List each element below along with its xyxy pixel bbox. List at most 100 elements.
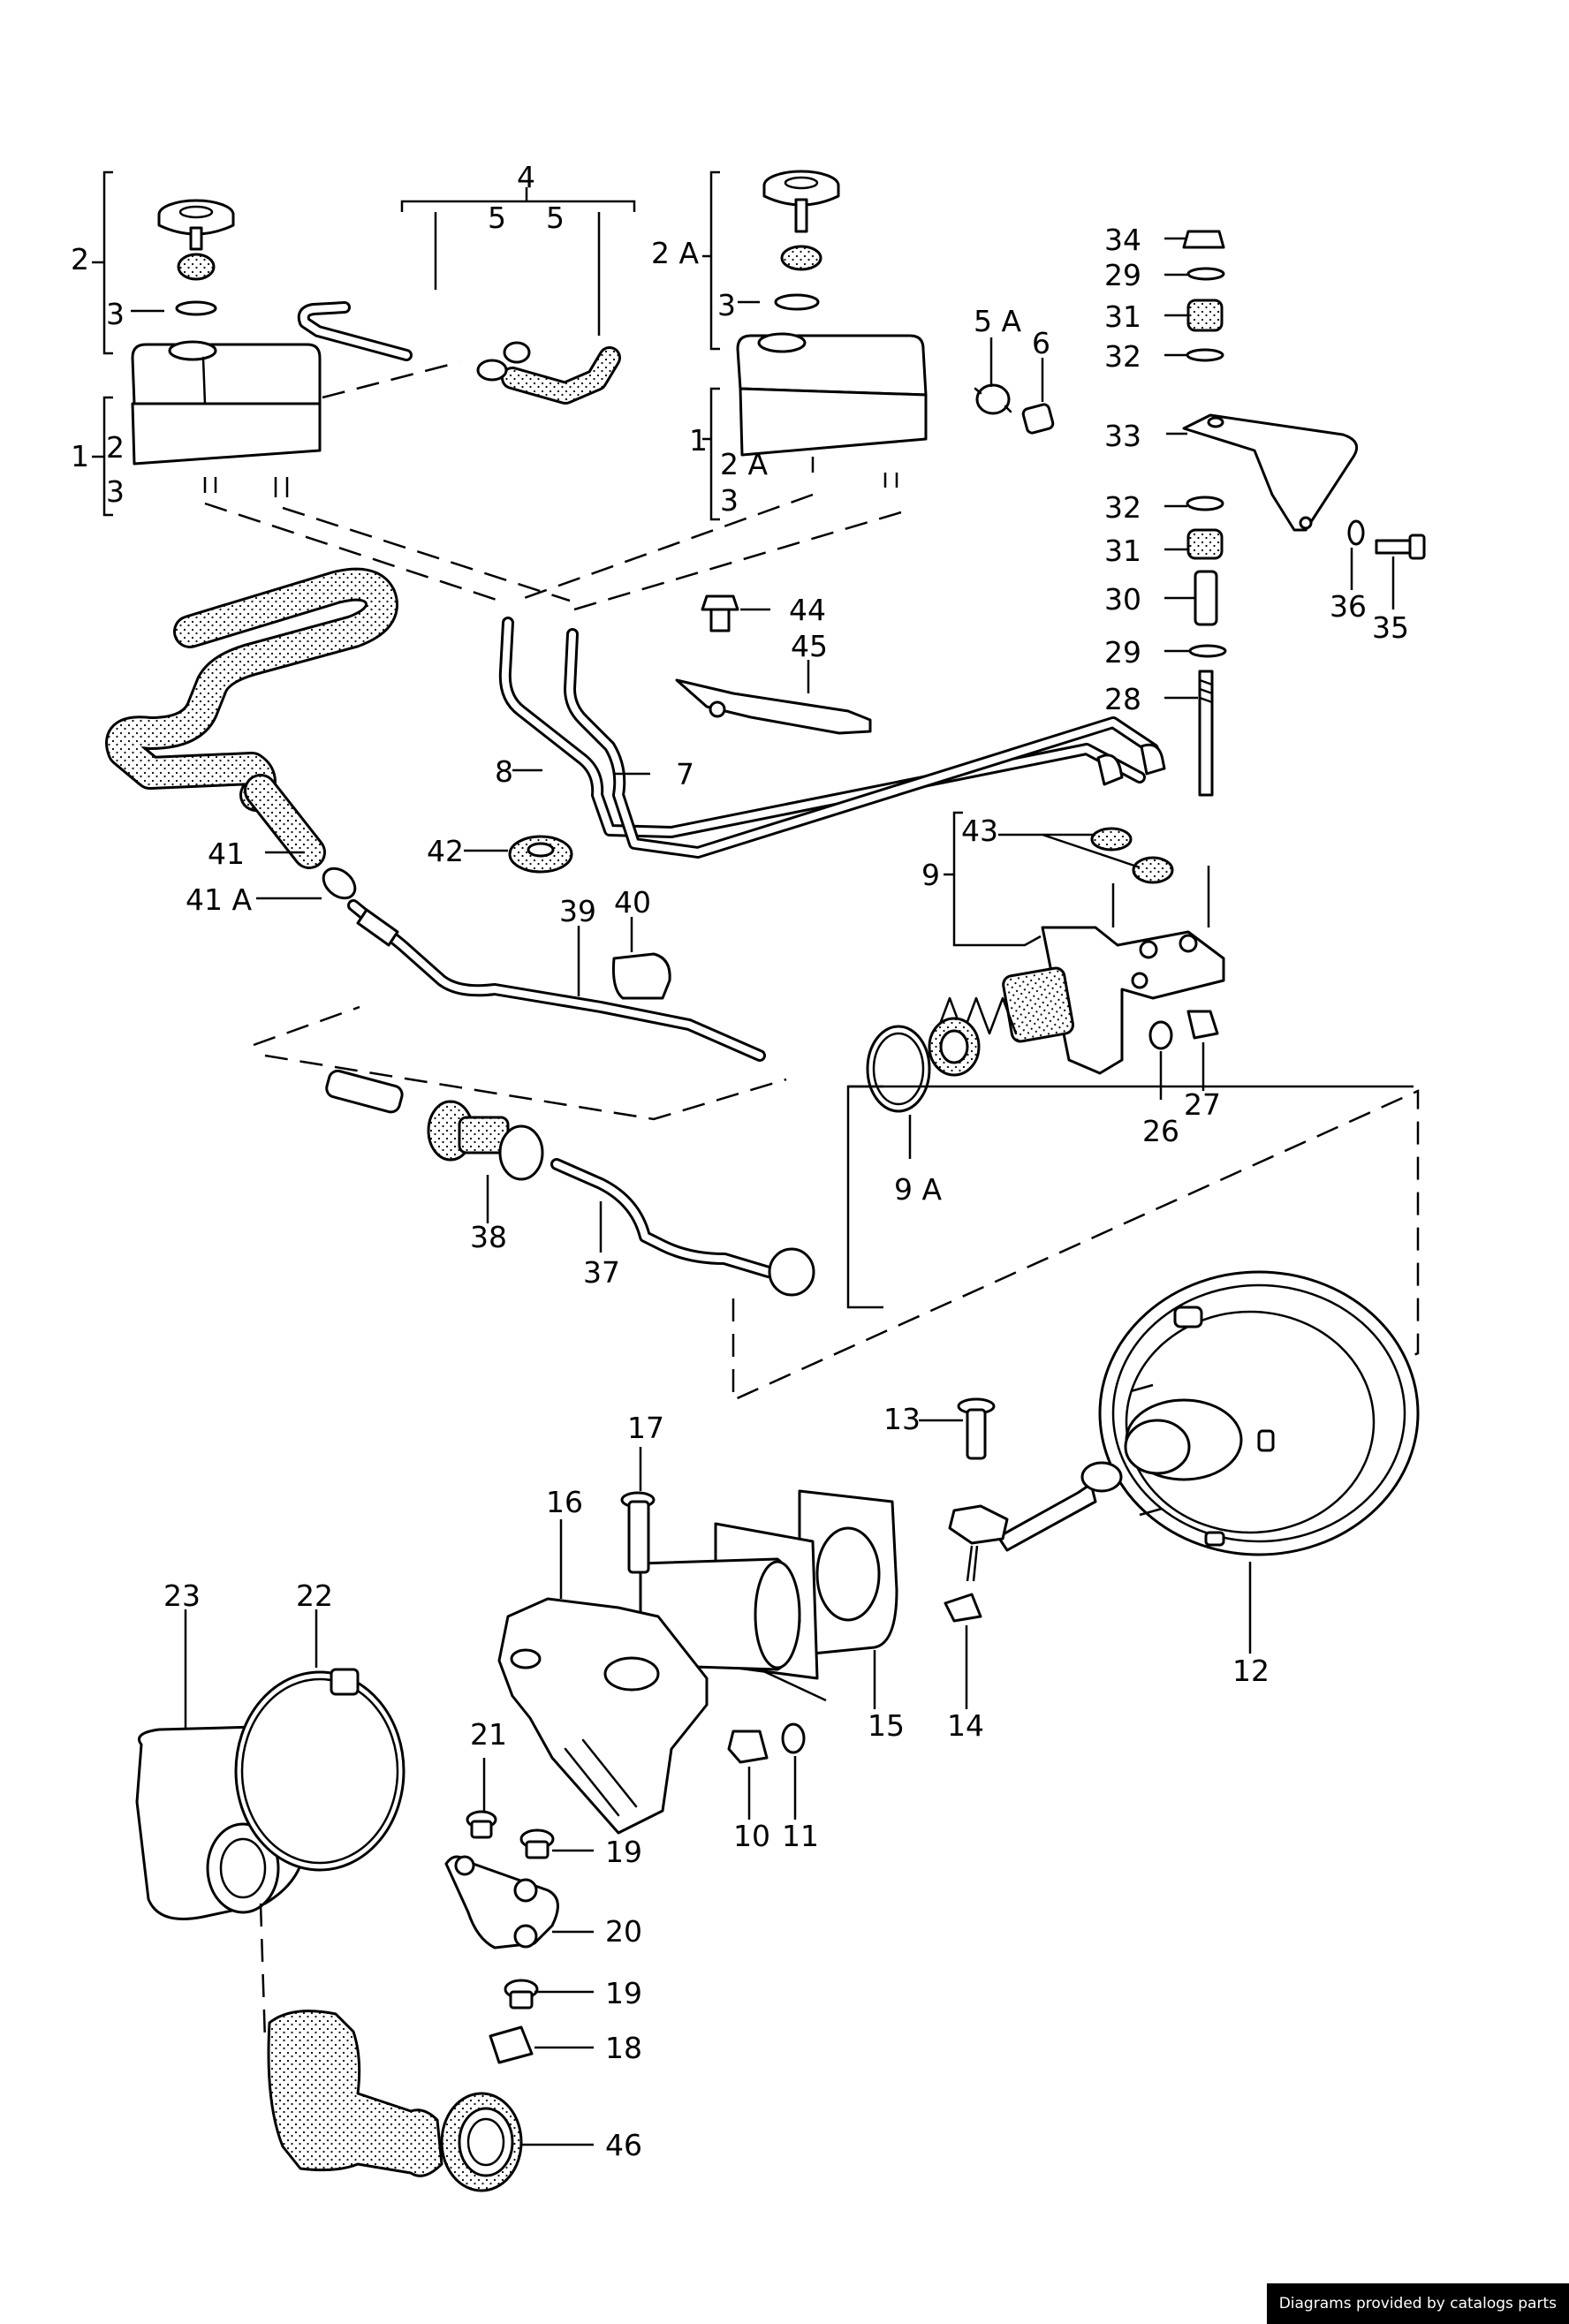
- nut-27: [1186, 1010, 1219, 1091]
- callout-42: 42: [427, 834, 464, 868]
- spacer-30: [1194, 570, 1218, 626]
- callout-29: 29: [1104, 258, 1141, 292]
- callout-30: 30: [1104, 582, 1141, 617]
- washer-29: [1186, 267, 1225, 281]
- callout-41a: 41 A: [186, 882, 252, 917]
- washer-32: [1186, 348, 1224, 362]
- callout-29: 29: [1104, 635, 1141, 670]
- clamp-41a: [322, 867, 357, 900]
- sleeve-6: [1021, 358, 1055, 435]
- callout-40: 40: [614, 885, 651, 920]
- callout-45: 45: [791, 629, 828, 663]
- callout-33: 33: [1104, 419, 1141, 453]
- callout-12: 12: [1232, 1654, 1270, 1688]
- callout-9: 9: [921, 858, 940, 892]
- callout-3: 3: [720, 483, 739, 518]
- pushrod-housing: [639, 1522, 827, 1702]
- connection-dash-lines: [204, 493, 902, 611]
- callout-31: 31: [1104, 534, 1141, 568]
- callout-10: 10: [733, 1819, 770, 1853]
- callout-15: 15: [868, 1708, 905, 1743]
- reservoir-tank-right: [736, 332, 928, 488]
- callout-2: 2: [106, 430, 125, 465]
- reservoir-cap-right: [762, 170, 840, 271]
- washer-26: [1148, 1020, 1173, 1100]
- grommet-42: [464, 835, 573, 874]
- callout-9a: 9 A: [894, 1172, 942, 1207]
- return-hose-assembly: [297, 187, 636, 405]
- clip-18: [489, 2025, 594, 2064]
- bushing-19-upper: [519, 1828, 594, 1859]
- washer-11: [781, 1722, 806, 1820]
- hose-clamp: [503, 341, 531, 364]
- reservoir-tank-left: [131, 340, 322, 497]
- link-lever-20: [444, 1855, 594, 1949]
- callout-1: 1: [71, 439, 89, 473]
- screw-44: [701, 594, 770, 632]
- callout-21: 21: [470, 1717, 507, 1752]
- bracket-33: [1182, 413, 1359, 532]
- reservoir-cap-left: [157, 199, 235, 281]
- master-cylinder: [928, 811, 1225, 1077]
- reservoir-right-group: [702, 170, 928, 521]
- hose-clamp: [476, 359, 508, 382]
- callout-3: 3: [106, 474, 125, 509]
- callout-26: 26: [1142, 1114, 1179, 1148]
- nut-10: [727, 1730, 769, 1820]
- callout-5: 5: [546, 201, 565, 235]
- washer-29b: [1188, 644, 1227, 658]
- callout-41: 41: [208, 836, 245, 871]
- callout-labels: 2 3 1 2 3 4 5 5 2 A 3 1 2 A 3 5 A 6 34 2…: [71, 160, 1409, 2162]
- seal-9a: [866, 1025, 931, 1113]
- callout-1: 1: [689, 423, 708, 458]
- callout-2a: 2 A: [720, 447, 768, 481]
- bushing-21: [466, 1758, 497, 1839]
- boot-46: [267, 2010, 594, 2192]
- callout-44: 44: [789, 593, 826, 627]
- callout-2a: 2 A: [651, 236, 699, 270]
- callout-32: 32: [1104, 490, 1141, 525]
- callout-39: 39: [559, 894, 596, 928]
- callout-8: 8: [495, 754, 513, 789]
- callout-20: 20: [605, 1914, 642, 1949]
- reservoir-left-group: [131, 199, 322, 497]
- bolt-17: [620, 1447, 656, 1574]
- dash-line-23-46: [259, 1903, 267, 2041]
- callout-32: 32: [1104, 339, 1141, 374]
- dash-box-upper: [253, 1005, 787, 1121]
- callout-7: 7: [676, 757, 694, 791]
- bolt-35: [1375, 534, 1426, 560]
- clevis: [948, 1504, 1009, 1582]
- grommet-38: [325, 1069, 544, 1223]
- washer-32b: [1186, 496, 1224, 511]
- callout-27: 27: [1184, 1087, 1221, 1122]
- callout-31: 31: [1104, 299, 1141, 334]
- callout-3: 3: [106, 297, 125, 331]
- callout-3: 3: [717, 288, 736, 322]
- seal-ring-right: [774, 293, 820, 311]
- clevis-pin-13: [919, 1397, 996, 1460]
- callout-5: 5: [488, 201, 506, 235]
- callout-36: 36: [1330, 589, 1367, 624]
- line-39: [347, 899, 766, 1062]
- callout-5a: 5 A: [974, 304, 1021, 338]
- gasket-15: [798, 1489, 898, 1709]
- callout-6: 6: [1032, 326, 1050, 360]
- callout-28: 28: [1104, 682, 1141, 716]
- callout-23: 23: [163, 1578, 201, 1613]
- seal-ring-left: [175, 300, 217, 316]
- mount-stack: [1164, 230, 1426, 797]
- diagram-credit-badge: Diagrams provided by catalogs parts: [1266, 2283, 1569, 2324]
- callout-46: 46: [605, 2128, 642, 2162]
- callout-2: 2: [71, 242, 89, 276]
- spring: [935, 996, 1018, 1035]
- brake-booster: [997, 1270, 1420, 1654]
- stud-28: [1198, 670, 1214, 797]
- callout-19: 19: [605, 1976, 642, 2010]
- bracket-45: [675, 660, 872, 735]
- callout-17: 17: [627, 1411, 664, 1445]
- clamp-22: [234, 1609, 406, 1872]
- clip-40: [612, 917, 671, 1000]
- callout-22: 22: [296, 1578, 333, 1613]
